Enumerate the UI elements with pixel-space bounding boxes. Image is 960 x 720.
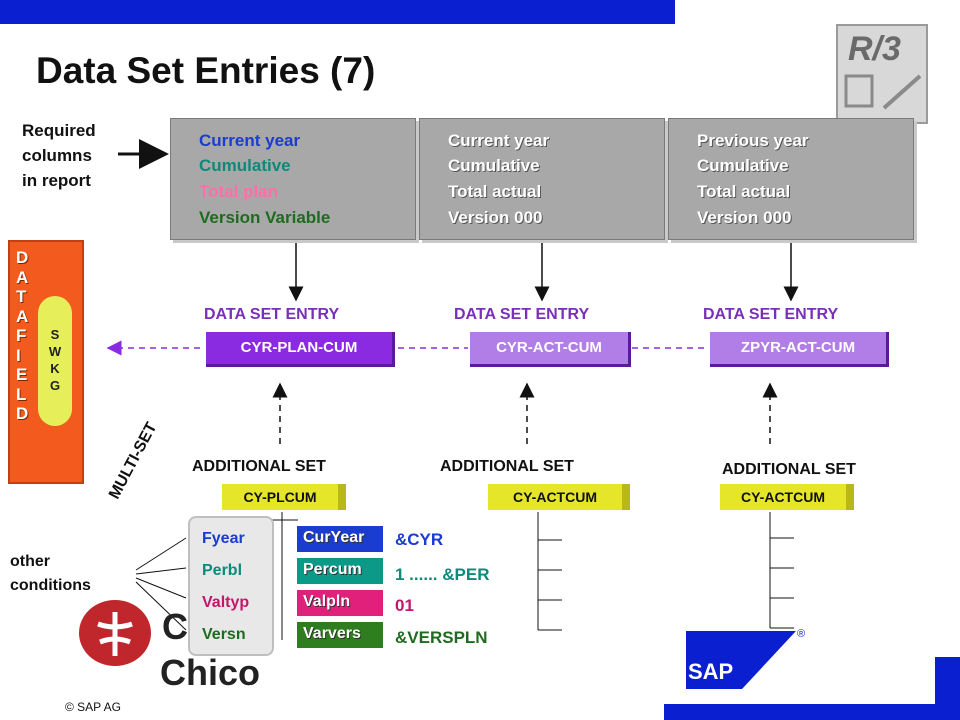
set-cy-actcum-2: CY-ACTCUM bbox=[720, 484, 854, 510]
r3-logo-shapes bbox=[844, 74, 922, 110]
additional-set-label-3: ADDITIONAL SET bbox=[722, 461, 856, 478]
chico-watermark: Chico bbox=[160, 652, 261, 693]
other-line-2: conditions bbox=[10, 577, 91, 594]
variable-varvers: Varvers bbox=[297, 622, 383, 648]
sap-logo-text: SAP bbox=[688, 659, 734, 684]
col1-line-year: Current year bbox=[199, 131, 301, 150]
col1-line-cum: Cumulative bbox=[199, 156, 291, 175]
registered-mark: ® bbox=[797, 628, 806, 640]
additional-set-label-2: ADDITIONAL SET bbox=[440, 458, 574, 475]
required-columns-label: Required columns in report bbox=[22, 118, 96, 193]
set-cy-plcum: CY-PLCUM bbox=[222, 484, 346, 510]
chico-watermark-c: C bbox=[162, 606, 188, 647]
sap-logo: SAP bbox=[686, 631, 796, 689]
col2-line-year: Current year bbox=[448, 131, 550, 150]
value-versplan: &VERSPLN bbox=[395, 628, 488, 647]
field-valtyp: Valtyp bbox=[202, 594, 250, 611]
col2-line-version: Version 000 bbox=[448, 208, 543, 227]
set-cy-actcum-1: CY-ACTCUM bbox=[488, 484, 630, 510]
other-line-1: other bbox=[10, 553, 50, 570]
required-line-2: columns bbox=[22, 146, 92, 165]
other-conditions-label: other conditions bbox=[10, 550, 91, 598]
variable-percum: Percum bbox=[297, 558, 383, 584]
dse-cyr-act-cum: CYR-ACT-CUM bbox=[470, 332, 631, 367]
field-fyear: Fyear bbox=[202, 530, 245, 547]
report-column-2: Current year Cumulative Total actual Ver… bbox=[419, 118, 665, 240]
top-blue-bar bbox=[0, 0, 675, 24]
col1-line-version: Version Variable bbox=[199, 208, 331, 227]
dse-cyr-plan-cum: CYR-PLAN-CUM bbox=[206, 332, 395, 367]
dse-zpyr-act-cum: ZPYR-ACT-CUM bbox=[710, 332, 889, 367]
value-cyr: &CYR bbox=[395, 530, 444, 549]
col3-line-total: Total actual bbox=[697, 182, 791, 201]
report-column-1: Current year Cumulative Total plan Versi… bbox=[170, 118, 416, 240]
data-set-entry-label-1: DATA SET ENTRY bbox=[204, 306, 340, 323]
page-title: Data Set Entries (7) bbox=[36, 50, 376, 91]
col2-line-cum: Cumulative bbox=[448, 156, 540, 175]
sap-logo-shape bbox=[742, 631, 796, 689]
value-01: 01 bbox=[395, 596, 414, 615]
required-line-3: in report bbox=[22, 171, 91, 190]
field-versn: Versn bbox=[202, 626, 246, 643]
r3-logo-text: R/3 bbox=[848, 30, 901, 68]
field-panel: Fyear Perbl Valtyp Versn bbox=[188, 516, 274, 656]
copyright-text: © SAP AG bbox=[65, 700, 121, 714]
data-set-entry-label-3: DATA SET ENTRY bbox=[703, 306, 839, 323]
variable-curyear: CurYear bbox=[297, 526, 383, 552]
col2-line-total: Total actual bbox=[448, 182, 542, 201]
col3-line-cum: Cumulative bbox=[697, 156, 789, 175]
bottom-blue-bar bbox=[664, 704, 960, 720]
variable-valpln: Valpln bbox=[297, 590, 383, 616]
report-column-3: Previous year Cumulative Total actual Ve… bbox=[668, 118, 914, 240]
col1-line-total: Total plan bbox=[199, 182, 279, 201]
field-perbl: Perbl bbox=[202, 562, 243, 579]
additional-set-label-1: ADDITIONAL SET bbox=[192, 458, 326, 475]
value-per: 1 ...... &PER bbox=[395, 565, 490, 584]
university-seal-icon bbox=[79, 600, 151, 666]
required-line-1: Required bbox=[22, 121, 96, 140]
col3-line-version: Version 000 bbox=[697, 208, 792, 227]
data-set-entry-label-2: DATA SET ENTRY bbox=[454, 306, 590, 323]
col3-line-year: Previous year bbox=[697, 131, 809, 150]
r3-logo: R/3 bbox=[836, 24, 928, 124]
right-blue-bar bbox=[935, 657, 960, 720]
